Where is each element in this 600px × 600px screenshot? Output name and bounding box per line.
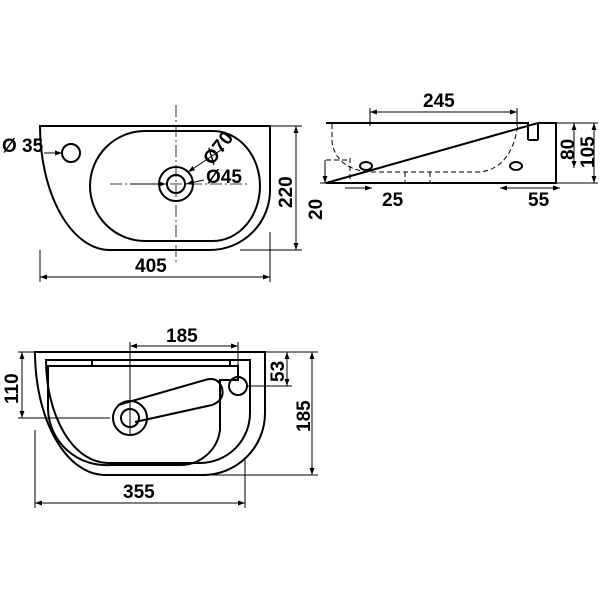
hidden-bowl [331, 123, 519, 173]
width-dimension-bottom: 355 [123, 482, 155, 503]
side-outline [325, 122, 557, 184]
inner-height-dimension: 80 [558, 139, 579, 160]
drain-outer-dimension: Ø70 [199, 128, 238, 169]
width-dimension: 405 [135, 256, 167, 277]
left-offset-dimension: 25 [382, 190, 404, 211]
outlet-offset-dimension: 53 [268, 361, 289, 382]
inner-width-dimension: 185 [166, 326, 198, 347]
bowl-outline [89, 130, 261, 242]
depth-dimension: 220 [276, 176, 297, 208]
inner-rim [44, 359, 251, 464]
drain-inner-leader-right [185, 179, 205, 185]
total-height-dimension: 105 [578, 136, 599, 168]
overflow-hole [359, 161, 373, 171]
drain-inner-dimension: Ø45 [206, 167, 242, 188]
right-offset-dimension: 55 [528, 190, 550, 211]
wall-height-dimension: 20 [306, 199, 327, 220]
bowl-width-dimension: 245 [423, 91, 455, 112]
spout-arm [117, 378, 224, 423]
basin-outline [38, 125, 272, 251]
top-view: Ø 35 Ø70 Ø45 405 220 [2, 105, 302, 282]
drain-outer-leader [187, 147, 225, 173]
outlet-hole [509, 161, 523, 171]
tap-hole-dimension: Ø 35 [2, 136, 44, 157]
bottom-view: 185 110 53 185 355 [2, 326, 318, 508]
right-depth-dimension: 185 [294, 400, 315, 432]
tap-hole [61, 143, 81, 163]
side-view: 245 25 20 55 80 105 [306, 91, 599, 220]
bottom-outline [33, 351, 266, 476]
bowl-underside [47, 365, 239, 467]
left-depth-dimension: 110 [2, 373, 23, 404]
